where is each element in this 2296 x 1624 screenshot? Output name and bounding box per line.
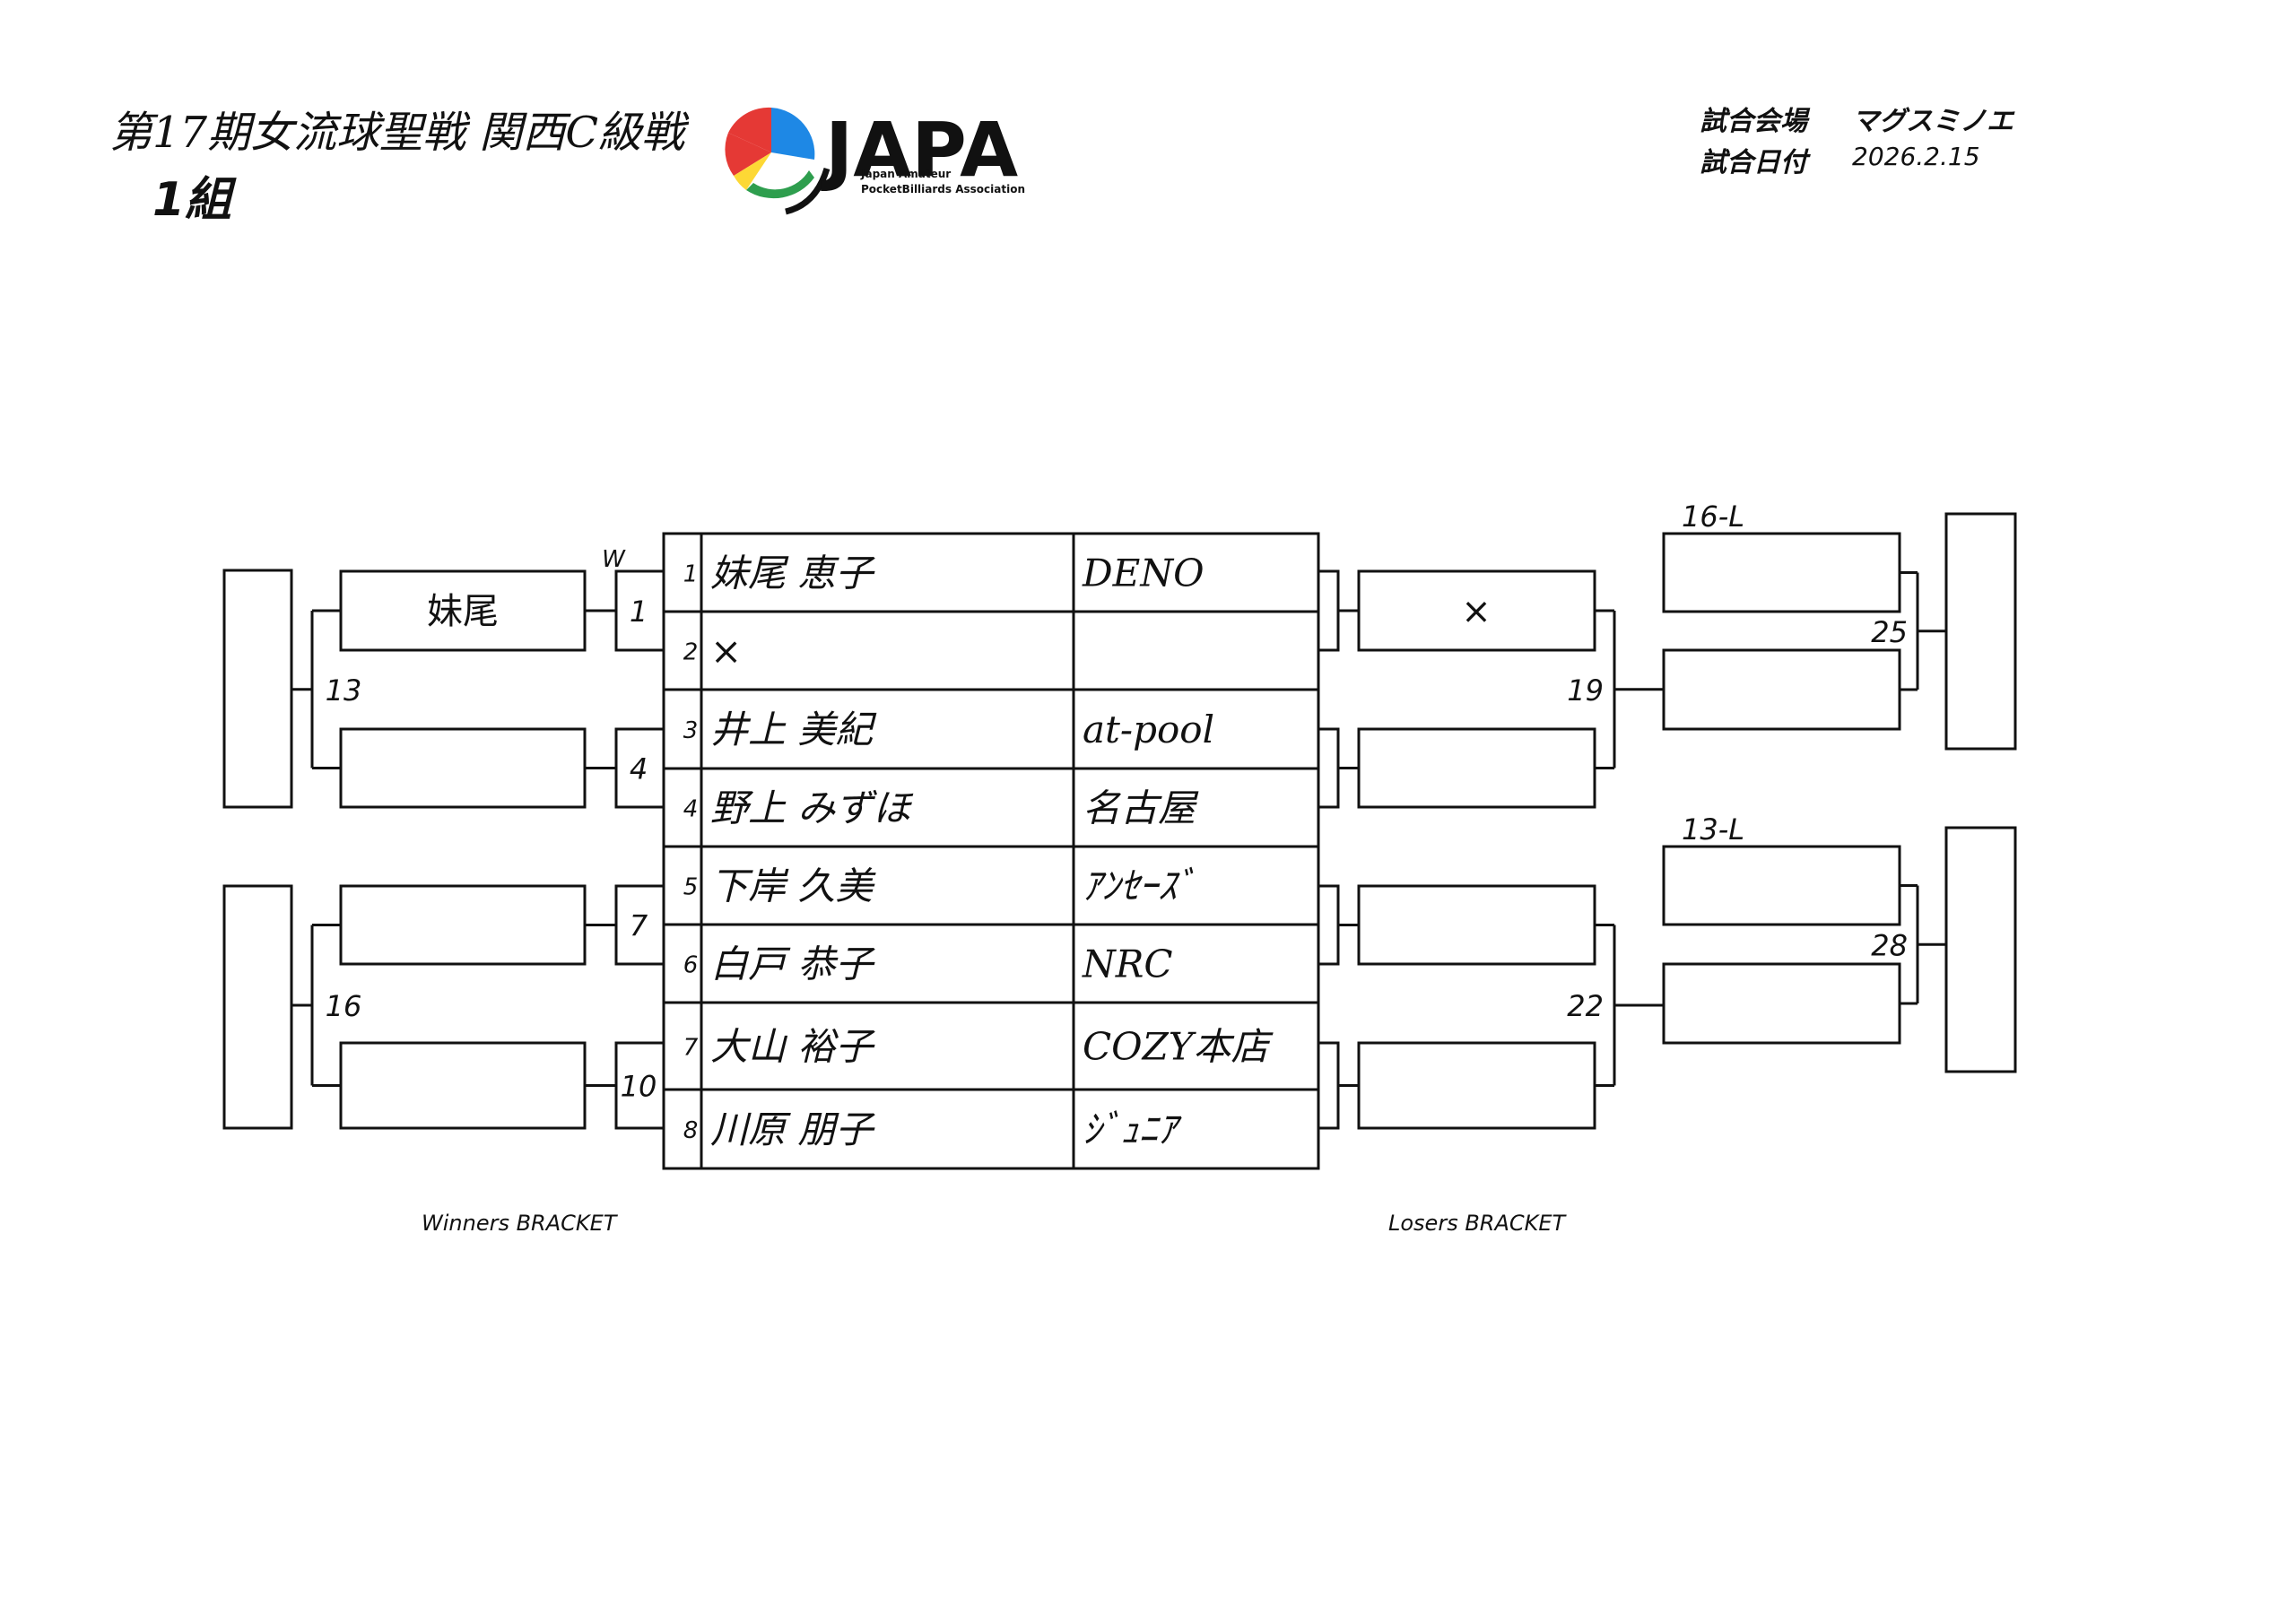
losers-r1-result-box xyxy=(1357,727,1596,809)
losers-r1-match-box xyxy=(1317,569,1340,652)
winners-w-marker: W xyxy=(602,546,626,573)
player-name: × xyxy=(710,630,742,673)
losers-dropin-label: 16-L xyxy=(1682,499,1744,534)
player-name: 野上 みずほ xyxy=(710,786,913,830)
player-name: 井上 美紀 xyxy=(710,708,877,751)
date-value: 2026.2.15 xyxy=(1852,142,1980,171)
player-club: NRC xyxy=(1082,942,1173,986)
winners-r1-result-box xyxy=(339,884,587,966)
venue-label: 試合会場 xyxy=(1700,106,1807,137)
losers-r1-match-box xyxy=(1317,727,1340,809)
winners-r1-match-number: 4 xyxy=(630,752,648,786)
winners-r1-match-number: 1 xyxy=(630,595,648,629)
losers-dropin-label: 13-L xyxy=(1682,812,1744,847)
losers-r3-result-box xyxy=(1662,648,1901,731)
player-name: 大山 裕子 xyxy=(710,1025,875,1069)
player-seed: 4 xyxy=(683,796,699,823)
losers-r3-match-number: 25 xyxy=(1871,615,1908,649)
losers-r1-result: × xyxy=(1461,591,1492,632)
losers-r3-dropin-box xyxy=(1662,532,1901,613)
date-label: 試合日付 xyxy=(1700,147,1807,178)
player-club: DENO xyxy=(1082,551,1205,595)
player-name: 白戸 恭子 xyxy=(710,942,875,986)
player-name: 川原 朋子 xyxy=(710,1107,875,1151)
losers-r1-result-box xyxy=(1357,884,1596,966)
logo-caption-line2: PocketBilliards Association xyxy=(861,183,1025,195)
winners-bracket-label: Winners BRACKET xyxy=(422,1211,617,1236)
losers-r3-dropin-box xyxy=(1662,845,1901,926)
winners-r1-result-box xyxy=(339,727,587,809)
losers-bracket-label: Losers BRACKET xyxy=(1388,1211,1566,1236)
player-name: 妹尾 恵子 xyxy=(710,551,875,595)
winners-r1-match-number: 10 xyxy=(621,1070,657,1104)
venue-value: マグスミノエ xyxy=(1852,106,2013,137)
player-club: COZY本店 xyxy=(1083,1025,1274,1069)
losers-r1-result-box xyxy=(1357,1041,1596,1130)
player-seed: 1 xyxy=(683,561,699,588)
player-table xyxy=(662,532,1320,1170)
winners-final-box xyxy=(222,569,293,809)
player-seed: 7 xyxy=(683,1035,699,1062)
japa-emblem-icon xyxy=(725,107,831,215)
player-club: ｱﾝｾｰｽﾞ xyxy=(1083,864,1196,908)
player-club: 名古屋 xyxy=(1083,786,1199,830)
player-club: at-pool xyxy=(1083,708,1214,751)
losers-r3-result-box xyxy=(1662,962,1901,1045)
winners-r1-match-number: 7 xyxy=(630,909,648,943)
player-club: ｼﾞｭﾆｱ xyxy=(1083,1107,1182,1151)
losers-final-box xyxy=(1944,512,2017,751)
player-seed: 2 xyxy=(683,639,699,666)
player-seed: 6 xyxy=(683,952,699,979)
losers-final-box xyxy=(1944,826,2017,1073)
winners-final-box xyxy=(222,884,293,1130)
losers-r2-match-number: 22 xyxy=(1567,989,1604,1023)
logo-caption: Japan Amateur PocketBilliards Associatio… xyxy=(861,167,1025,197)
winners-r1-result: 妹尾 xyxy=(427,591,499,632)
losers-r1-match-box xyxy=(1317,1041,1340,1130)
player-seed: 8 xyxy=(683,1117,699,1144)
player-name: 下岸 久美 xyxy=(710,864,876,908)
player-seed: 3 xyxy=(683,717,699,744)
winners-r2-match-number: 13 xyxy=(326,673,362,708)
losers-r2-match-number: 19 xyxy=(1567,673,1604,708)
winners-r1-result-box xyxy=(339,1041,587,1130)
logo-wordmark: JAPA xyxy=(821,106,1018,194)
winners-r2-match-number: 16 xyxy=(326,989,362,1023)
japa-logo: JAPA xyxy=(725,106,1018,215)
losers-r1-match-box xyxy=(1317,884,1340,966)
logo-caption-line1: Japan Amateur xyxy=(861,168,952,180)
group-title: 1組 xyxy=(152,173,232,227)
page-title: 第17期女流球聖戦 関西C級戦 xyxy=(109,108,685,158)
player-seed: 5 xyxy=(683,874,699,901)
losers-r3-match-number: 28 xyxy=(1871,928,1908,962)
